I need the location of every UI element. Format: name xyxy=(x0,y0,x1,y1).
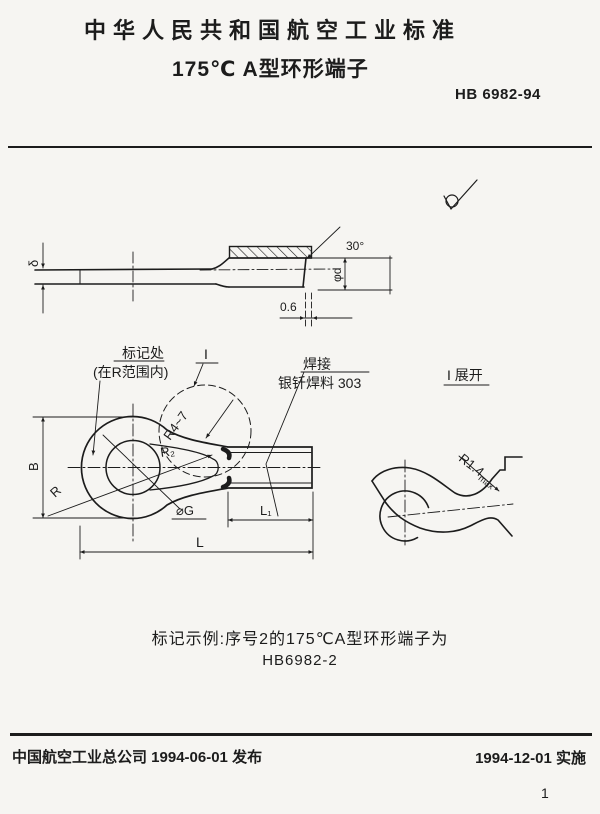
protrusion-dimension xyxy=(279,292,353,329)
unfolded-view: I 展开 R1.4max xyxy=(371,367,523,546)
plan-view: 标记处 (在R范围内) I 焊接 银钎焊料 303 R4~7 R₂ R ⌀G B… xyxy=(26,345,370,560)
bend-radius-label: R1.4max xyxy=(455,451,501,492)
chamfer-leader xyxy=(306,226,341,259)
footer-rule xyxy=(10,733,592,736)
crimp-tabs xyxy=(220,446,232,490)
effective-date: 1994-12-01 实施 xyxy=(475,750,586,767)
weld-filler-label: 银钎焊料 303 xyxy=(278,375,361,391)
overall-length-label: L xyxy=(196,534,204,550)
barrel-length-label: L₁ xyxy=(260,503,272,518)
bend-radius-leader xyxy=(458,455,500,492)
side-section-view: δ 30° φd 0.6 xyxy=(26,179,478,329)
width-dim-label: B xyxy=(26,462,41,471)
unfold-title: I 展开 xyxy=(447,367,483,383)
marking-example-line1: 标记示例:序号2的175℃A型环形端子为 xyxy=(151,631,449,648)
marking-note-line2: (在R范围内) xyxy=(93,364,168,380)
outer-radius-label: R xyxy=(47,483,64,500)
technical-drawing: δ 30° φd 0.6 xyxy=(26,179,523,560)
standard-number: HB 6982-94 xyxy=(455,86,541,103)
side-view-centerlines xyxy=(132,251,333,303)
hole-dia-label: ⌀G xyxy=(176,503,194,518)
marking-note-line1: 标记处 xyxy=(122,345,164,361)
page-title: 中华人民共和国航空工业标准 xyxy=(84,18,462,43)
barrel-dia-dimension xyxy=(311,255,393,295)
protrusion-dim-label: 0.6 xyxy=(280,300,297,314)
thickness-label: δ xyxy=(26,260,41,267)
header-rule xyxy=(8,146,592,148)
chamfer-angle-label: 30° xyxy=(346,239,364,253)
weld-label: 焊接 xyxy=(303,356,331,372)
marking-zone-circle xyxy=(158,384,252,478)
plan-centerlines xyxy=(67,403,323,544)
issuing-body-and-date: 中国航空工业总公司 1994-06-01 发布 xyxy=(12,749,263,766)
tongue-outline xyxy=(34,257,230,288)
barrel-outline xyxy=(228,257,313,288)
bend-radius-suffix: max xyxy=(477,473,497,492)
insulation-sleeve-section xyxy=(228,245,313,259)
unfold-outline xyxy=(371,456,523,542)
barrel-dia-label: φd xyxy=(330,268,344,282)
unfold-centerlines xyxy=(387,459,514,546)
plan-leaders xyxy=(47,360,370,520)
standard-subject-title: 175℃ A型环形端子 xyxy=(172,58,369,81)
page-number: 1 xyxy=(541,785,549,801)
plan-dimensions xyxy=(32,416,314,560)
section-mark: I xyxy=(204,346,208,362)
marking-example-line2: HB6982-2 xyxy=(262,652,338,669)
surface-roughness-icon xyxy=(443,179,478,210)
throat-radius-label: R₂ xyxy=(159,443,175,460)
